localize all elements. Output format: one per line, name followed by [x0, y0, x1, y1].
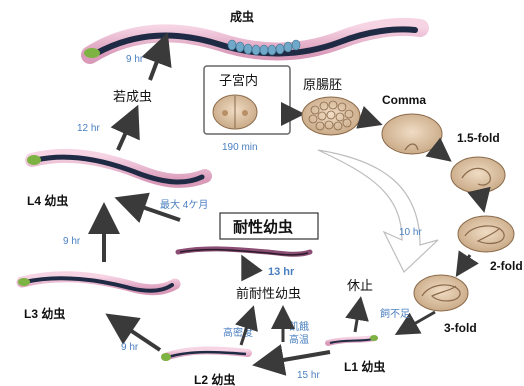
fold-1-5-embryo: [451, 157, 505, 193]
label-l1: L1 幼虫: [344, 359, 385, 374]
arrow-l1-to-arrest: [355, 302, 360, 332]
arrow-l1-to-l2: [260, 352, 330, 364]
label-fold-2: 2-fold: [490, 259, 523, 273]
label-pre-dauer: 前耐性幼虫: [236, 286, 301, 301]
time-l4-to-young: 12 hr: [77, 123, 100, 134]
time-l2-to-l3: 9 hr: [121, 342, 139, 353]
pre-dauer-worm: [178, 249, 310, 255]
arrow-gastrula-to-comma: [362, 118, 377, 123]
label-fold-1-5: 1.5-fold: [457, 131, 500, 145]
label-l3: L3 幼虫: [24, 306, 65, 321]
label-young-adult: 若成虫: [113, 89, 152, 104]
l4-worm: [27, 155, 205, 182]
time-young-to-adult: 9 hr: [126, 54, 144, 65]
gastrula-embryo: [302, 97, 360, 135]
label-fold-3: 3-fold: [444, 321, 477, 335]
label-max-4-months: 最大 4ケ月: [160, 198, 208, 211]
arrow-2-to-3: [459, 255, 470, 272]
l3-worm: [18, 277, 175, 291]
label-starvation: 飼不足: [380, 307, 410, 320]
l2-worm: [161, 350, 248, 361]
time-embryo-hatch: 10 hr: [399, 227, 422, 238]
time-pre-dauer-to-dauer: 13 hr: [268, 266, 295, 278]
time-l3-to-l4: 9 hr: [63, 236, 81, 247]
label-arrest: 休止: [347, 278, 373, 293]
label-high-density: 高密度: [223, 326, 253, 339]
label-gastrula: 原腸胚: [303, 77, 342, 92]
arrow-l4-to-young: [118, 112, 135, 150]
arrow-young-to-adult: [150, 40, 165, 80]
time-l1-to-l2: 15 hr: [297, 370, 320, 381]
embryo-development-arrow: [318, 150, 438, 272]
fold-2-embryo: [458, 216, 514, 252]
fold-3-embryo: [414, 275, 468, 311]
arrow-pre-dauer-to-dauer: [244, 260, 252, 276]
label-in-uterus: 子宮内: [219, 73, 258, 88]
label-adult: 成虫: [230, 9, 254, 24]
label-starvation-high-temp-2: 高温: [289, 333, 309, 346]
label-starvation-high-temp-1: 飢餓: [289, 320, 309, 333]
l1-worm: [328, 335, 378, 343]
arrow-1-5-to-2: [480, 194, 483, 207]
label-l2: L2 幼虫: [194, 372, 235, 386]
label-l4: L4 幼虫: [27, 193, 68, 208]
label-dauer: 耐性幼虫: [233, 218, 293, 236]
label-comma: Comma: [382, 93, 426, 107]
arrow-comma-to-1-5: [433, 147, 447, 158]
time-uterus: 190 min: [222, 142, 258, 153]
